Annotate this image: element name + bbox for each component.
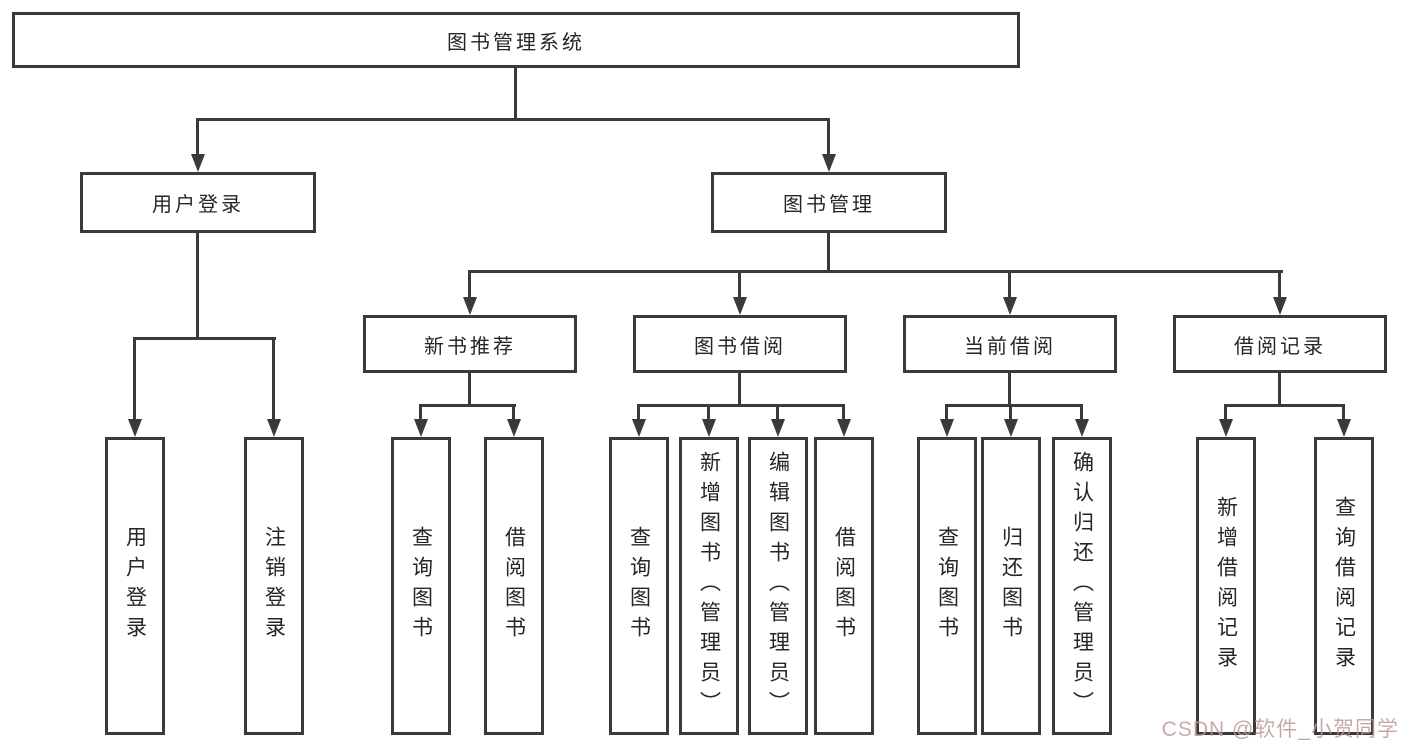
connector-line [707, 404, 710, 421]
arrow-down-icon [128, 419, 142, 437]
arrow-down-icon [771, 419, 785, 437]
connector-line [196, 233, 199, 340]
connector-line [419, 404, 422, 421]
connector-line [1080, 404, 1083, 421]
arrow-down-icon [733, 297, 747, 315]
node-current-borrow-label: 当前借阅 [964, 335, 1056, 358]
arrow-down-icon [267, 419, 281, 437]
connector-line [738, 373, 741, 407]
arrow-down-icon [463, 297, 477, 315]
connector-line [945, 404, 1082, 407]
connector-line [468, 373, 471, 407]
leaf-edit-books-admin: 编辑图书（管理员） [748, 437, 808, 735]
node-borrow-records: 借阅记录 [1173, 315, 1387, 373]
leaf-query-books-borrow: 查询图书 [609, 437, 669, 735]
arrow-down-icon [702, 419, 716, 437]
connector-line [776, 404, 779, 421]
connector-line [637, 404, 640, 421]
leaf-add-borrow-record: 新增借阅记录 [1196, 437, 1256, 735]
node-book-borrow: 图书借阅 [633, 315, 847, 373]
arrow-down-icon [507, 419, 521, 437]
arrow-down-icon [1075, 419, 1089, 437]
connector-line [827, 233, 830, 272]
connector-line [945, 404, 948, 421]
csdn-watermark: CSDN @软件_小贺同学 [1161, 718, 1399, 741]
connector-line [1008, 373, 1011, 407]
node-book-borrow-label: 图书借阅 [694, 335, 786, 358]
leaf-query-books-current: 查询图书 [917, 437, 977, 735]
connector-line [1008, 270, 1011, 299]
leaf-logout: 注销登录 [244, 437, 304, 735]
connector-line [738, 270, 741, 299]
arrow-down-icon [1337, 419, 1351, 437]
arrow-down-icon [940, 419, 954, 437]
arrow-down-icon [1219, 419, 1233, 437]
connector-line [196, 118, 830, 121]
leaf-add-books-admin: 新增图书（管理员） [679, 437, 739, 735]
connector-line [1342, 404, 1345, 421]
node-borrow-records-label: 借阅记录 [1234, 335, 1326, 358]
connector-line [468, 270, 471, 299]
node-user-login: 用户登录 [80, 172, 316, 233]
leaf-borrow-books-newbook: 借阅图书 [484, 437, 544, 735]
node-new-book-recommend: 新书推荐 [363, 315, 577, 373]
connector-line [196, 118, 199, 158]
arrow-down-icon [1004, 419, 1018, 437]
connector-line [1278, 270, 1281, 299]
node-book-management-label: 图书管理 [783, 194, 875, 216]
node-library-system-label: 图书管理系统 [447, 31, 585, 54]
connector-line [512, 404, 515, 421]
arrow-down-icon [837, 419, 851, 437]
node-user-login-label: 用户登录 [152, 194, 244, 216]
node-library-system: 图书管理系统 [12, 12, 1020, 68]
leaf-query-books-newbook: 查询图书 [391, 437, 451, 735]
node-book-management: 图书管理 [711, 172, 947, 233]
leaf-user-login: 用户登录 [105, 437, 165, 735]
connector-line [514, 68, 517, 120]
connector-line [468, 270, 1283, 273]
connector-line [1224, 404, 1344, 407]
node-new-book-recommend-label: 新书推荐 [424, 335, 516, 358]
arrow-down-icon [822, 154, 836, 172]
arrow-down-icon [1003, 297, 1017, 315]
connector-line [1224, 404, 1227, 421]
connector-line [133, 337, 136, 421]
connector-line [1278, 373, 1281, 407]
arrow-down-icon [1273, 297, 1287, 315]
connector-line [272, 337, 275, 421]
connector-line [842, 404, 845, 421]
connector-line [133, 337, 276, 340]
leaf-confirm-return-admin: 确认归还（管理员） [1052, 437, 1112, 735]
connector-line [637, 404, 844, 407]
leaf-query-borrow-record: 查询借阅记录 [1314, 437, 1374, 735]
leaf-return-books: 归还图书 [981, 437, 1041, 735]
connector-line [827, 118, 830, 158]
node-current-borrow: 当前借阅 [903, 315, 1117, 373]
arrow-down-icon [414, 419, 428, 437]
arrow-down-icon [191, 154, 205, 172]
connector-line [419, 404, 516, 407]
arrow-down-icon [632, 419, 646, 437]
leaf-borrow-books: 借阅图书 [814, 437, 874, 735]
connector-line [1009, 404, 1012, 421]
